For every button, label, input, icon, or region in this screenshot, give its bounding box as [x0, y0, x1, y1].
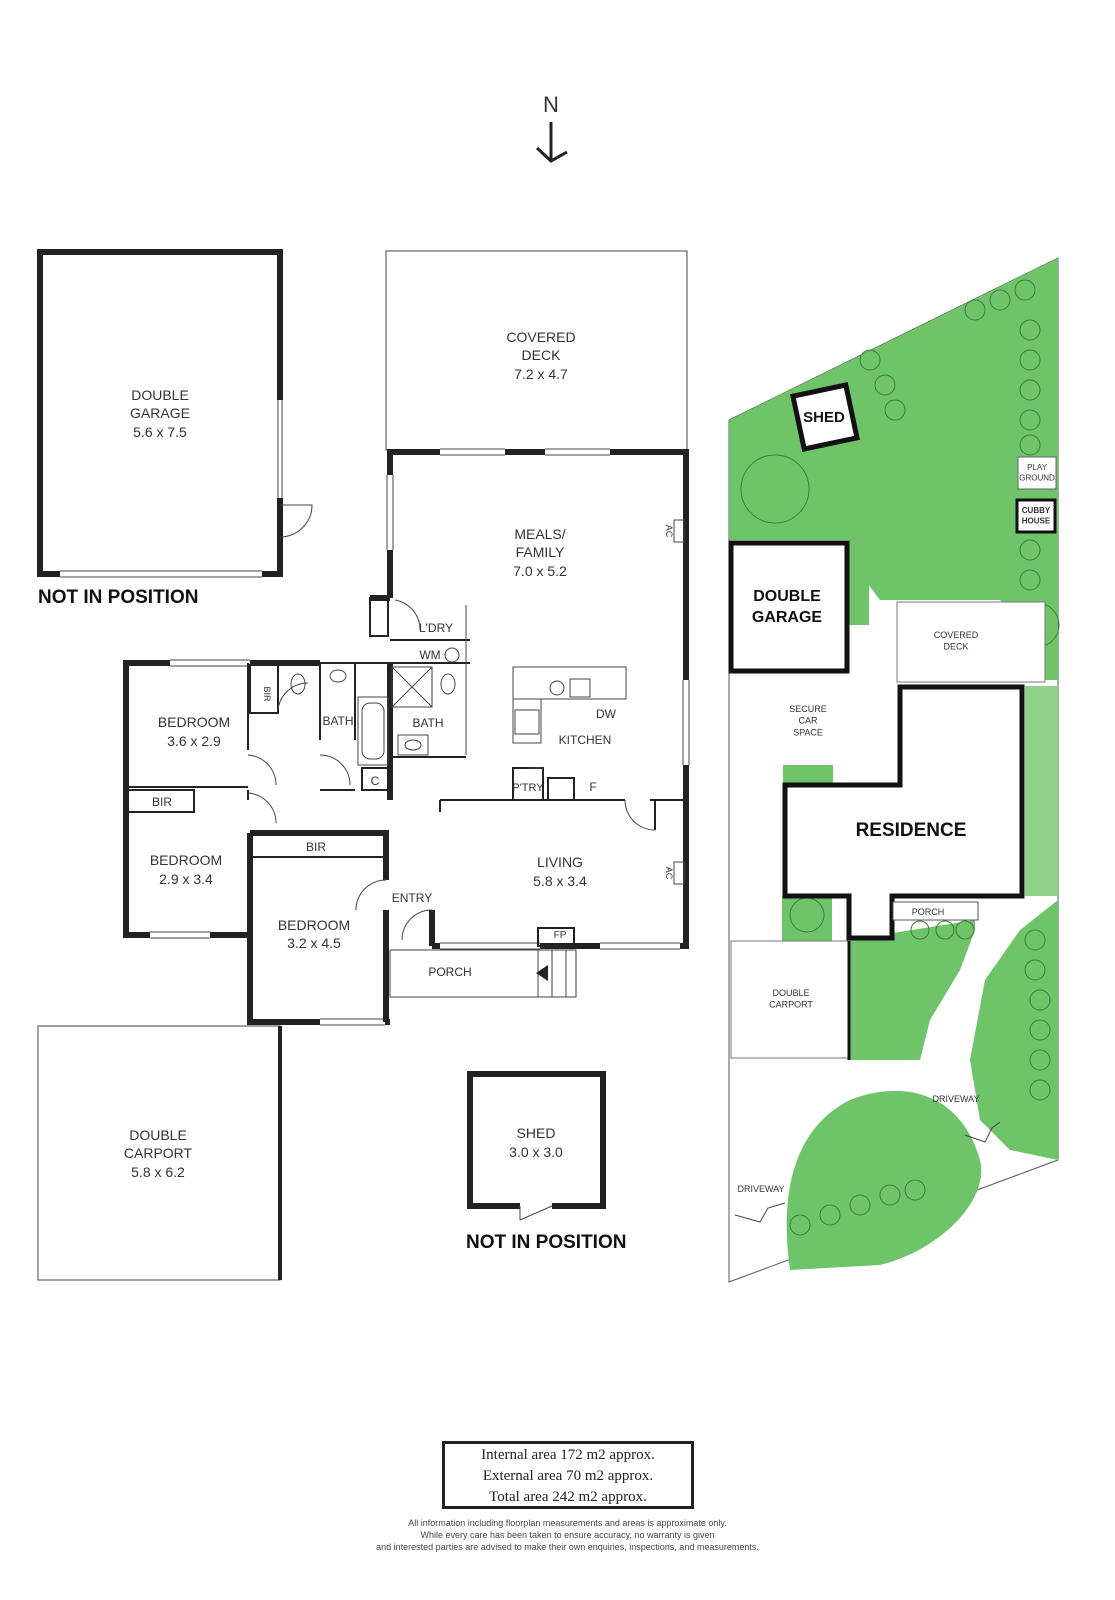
label-bath1: BATH: [322, 714, 353, 728]
internal-area: Internal area 172 m2 approx.: [481, 1447, 655, 1463]
label-ac1: AC: [664, 525, 674, 538]
label-bir2: BIR: [152, 795, 172, 809]
house-walls: [123, 448, 690, 1026]
north-compass: N: [535, 92, 568, 163]
site-shed-label: SHED: [803, 409, 845, 426]
disclaimer-line: While every care has been taken to ensur…: [420, 1530, 715, 1540]
label-bedroom1-dims: 3.6 x 2.9: [167, 733, 221, 749]
room-dims: 5.6 x 7.5: [133, 424, 187, 440]
external-area: External area 70 m2 approx.: [482, 1468, 654, 1484]
shed-room: SHED 3.0 x 3.0: [467, 1071, 606, 1221]
label-ac2: AC: [664, 867, 674, 880]
driveway-label: DRIVEWAY: [932, 1094, 979, 1104]
label-fp: FP: [554, 930, 567, 941]
compass-label: N: [543, 92, 559, 117]
residence-label: RESIDENCE: [856, 820, 967, 841]
label-bedroom2: BEDROOM: [150, 852, 222, 868]
label-dw: DW: [596, 707, 617, 721]
site-porch-label: PORCH: [912, 907, 945, 917]
label-f: F: [589, 780, 596, 794]
label-bir1: BIR: [262, 686, 272, 702]
not-in-position-label: NOT IN POSITION: [466, 1232, 626, 1253]
total-area: Total area 242 m2 approx.: [489, 1489, 647, 1505]
label-shed: SHED: [517, 1125, 556, 1141]
room-labels: MEALS/FAMILY 7.0 x 5.2 BEDROOM 3.6 x 2.9…: [150, 525, 674, 979]
label-meals-dims: 7.0 x 5.2: [513, 563, 567, 579]
label-kitchen: KITCHEN: [559, 733, 612, 747]
disclaimer: All information including floorplan meas…: [300, 1517, 835, 1553]
not-in-position-label: NOT IN POSITION: [38, 587, 198, 608]
label-laundry: L'DRY: [419, 621, 453, 635]
room-dims: 7.2 x 4.7: [514, 366, 568, 382]
label-shed-dims: 3.0 x 3.0: [509, 1144, 563, 1160]
label-bedroom2-dims: 2.9 x 3.4: [159, 871, 213, 887]
label-bir3: BIR: [306, 840, 326, 854]
label-bedroom3-dims: 3.2 x 4.5: [287, 935, 341, 951]
disclaimer-line: and interested parties are advised to ma…: [376, 1542, 759, 1552]
area-summary-box: Internal area 172 m2 approx. External ar…: [442, 1441, 694, 1509]
label-meals: MEALS/FAMILY: [514, 526, 565, 560]
label-living-dims: 5.8 x 3.4: [533, 873, 587, 889]
label-wm: WM: [419, 648, 440, 662]
label-bedroom3: BEDROOM: [278, 917, 350, 933]
disclaimer-line: All information including floorplan meas…: [408, 1518, 727, 1528]
label-entry: ENTRY: [392, 891, 432, 905]
label-bath2: BATH: [412, 716, 443, 730]
driveway-label: DRIVEWAY: [737, 1184, 784, 1194]
label-pantry: P'TRY: [512, 782, 544, 794]
label-porch: PORCH: [428, 965, 471, 979]
label-c: C: [371, 774, 380, 788]
label-carport-dims: 5.8 x 6.2: [131, 1164, 185, 1180]
label-living: LIVING: [537, 854, 583, 870]
label-bedroom1: BEDROOM: [158, 714, 230, 730]
